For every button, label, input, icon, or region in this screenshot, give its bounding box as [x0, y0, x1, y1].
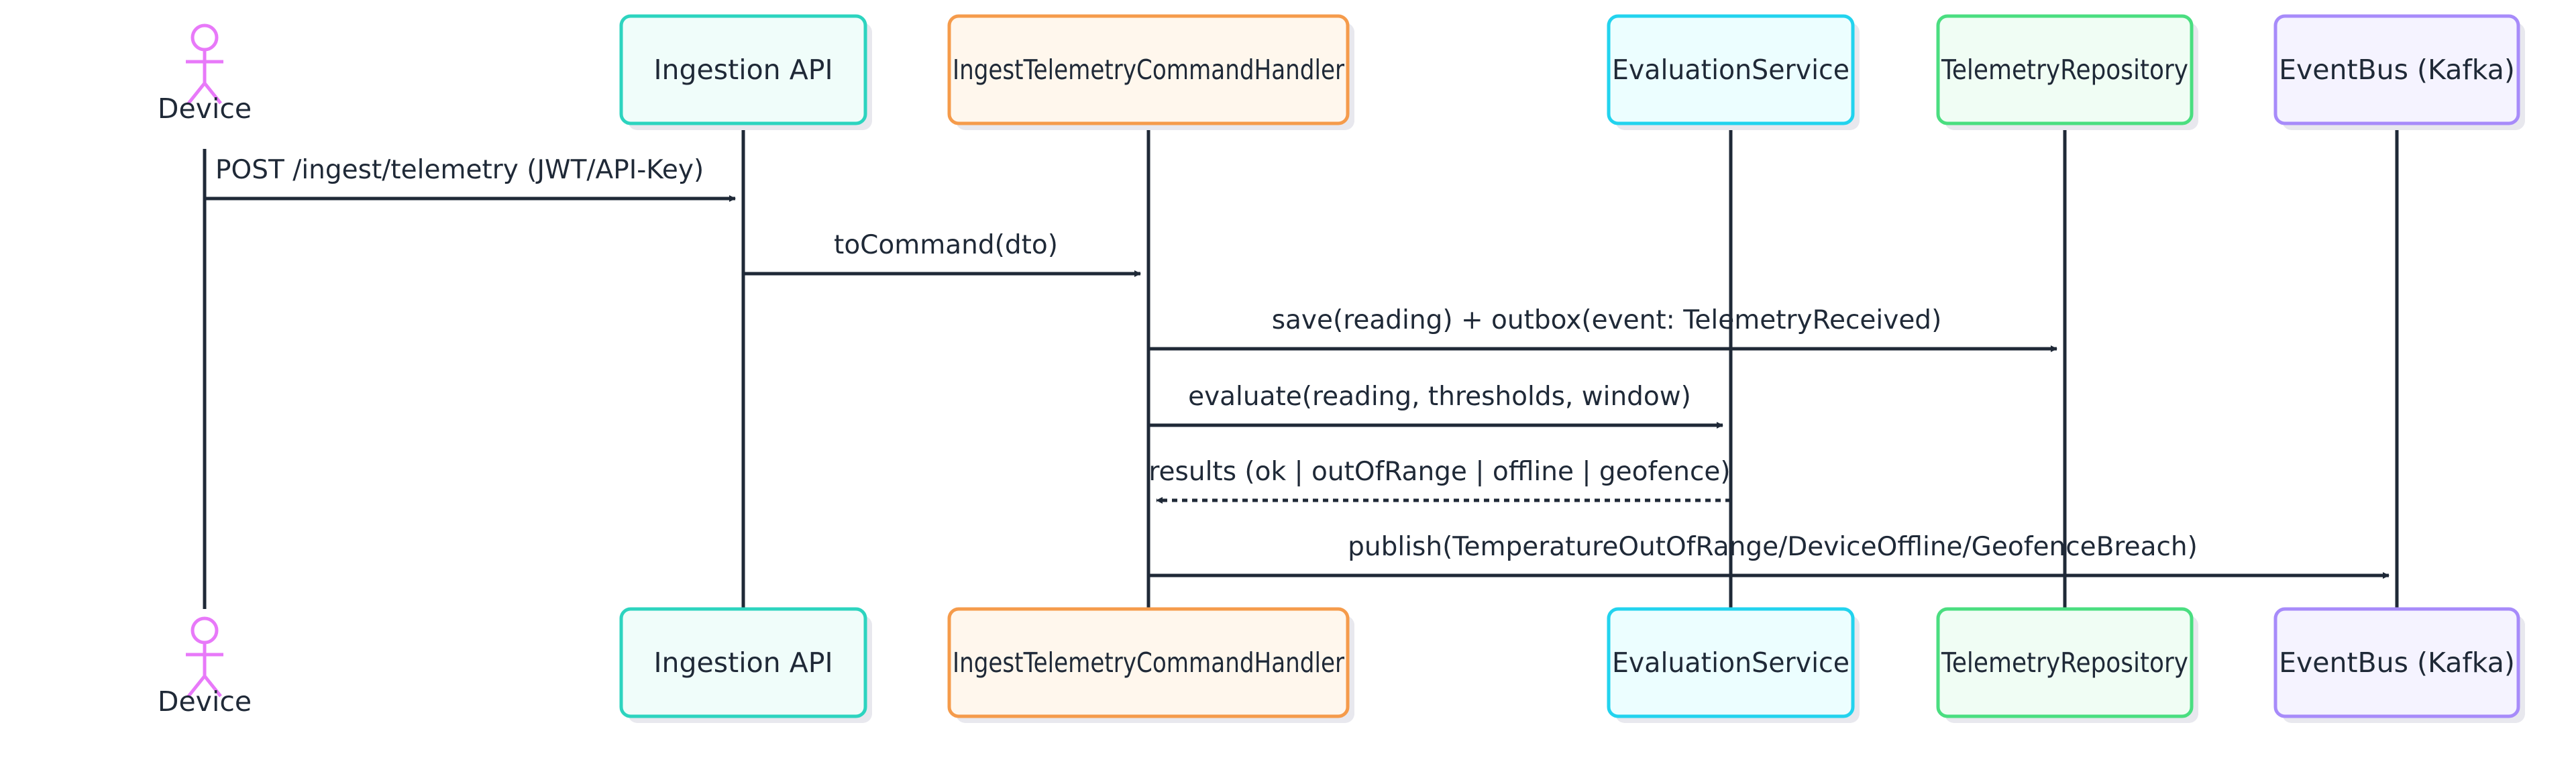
participant-label: IngestTelemetryCommandHandler — [953, 647, 1344, 679]
participant-label: EvaluationService — [1612, 647, 1849, 679]
message-label: evaluate(reading, thresholds, window) — [1188, 382, 1691, 412]
message-label: toCommand(dto) — [834, 230, 1058, 260]
participant-box — [1936, 607, 2194, 718]
participant-box — [1936, 14, 2194, 125]
participant-box — [619, 607, 867, 718]
message-label: publish(TemperatureOutOfRange/DeviceOffl… — [1348, 532, 2198, 562]
message-5: results (ok | outOfRange | offline | geo… — [1148, 457, 1731, 504]
participant-handler-bottom: IngestTelemetryCommandHandler — [947, 607, 1354, 723]
participant-box — [2273, 607, 2520, 718]
participant-label: EventBus (Kafka) — [2279, 647, 2515, 679]
participant-label: Ingestion API — [653, 54, 833, 86]
participant-repo-bottom: TelemetryRepository — [1936, 607, 2198, 723]
participant-device-bottom: Device — [158, 616, 252, 718]
participant-label: IngestTelemetryCommandHandler — [953, 54, 1344, 86]
participant-device-top: Device — [158, 23, 252, 125]
participant-label: TelemetryRepository — [1941, 54, 2188, 86]
message-label: results (ok | outOfRange | offline | geo… — [1148, 457, 1730, 487]
participant-eval-bottom: EvaluationService — [1607, 607, 1860, 723]
participant-label: Device — [158, 685, 252, 718]
participants-bottom: Device Ingestion API IngestTelemetryComman… — [158, 607, 2525, 723]
participant-bus-bottom: EventBus (Kafka) — [2273, 607, 2525, 723]
message-3: save(reading) + outbox(event: TelemetryR… — [1148, 305, 2057, 352]
participant-box — [1607, 14, 1855, 125]
messages: POST /ingest/telemetry (JWT/API-Key) toCo… — [205, 155, 2390, 579]
participant-box — [2273, 14, 2520, 125]
participant-box — [619, 14, 867, 125]
participant-label: TelemetryRepository — [1941, 647, 2188, 679]
message-label: POST /ingest/telemetry (JWT/API-Key) — [215, 155, 704, 185]
participant-box — [1607, 607, 1855, 718]
participant-box — [947, 14, 1350, 125]
participant-handler-top: IngestTelemetryCommandHandler — [947, 14, 1354, 130]
participant-label: Ingestion API — [653, 647, 833, 679]
message-4: evaluate(reading, thresholds, window) — [1148, 382, 1723, 429]
actor-icon — [186, 616, 223, 698]
participant-box — [947, 607, 1350, 718]
participant-bus-top: EventBus (Kafka) — [2273, 14, 2525, 130]
message-label: save(reading) + outbox(event: TelemetryR… — [1272, 305, 1942, 335]
participant-repo-top: TelemetryRepository — [1936, 14, 2198, 130]
message-6: publish(TemperatureOutOfRange/DeviceOffl… — [1148, 532, 2390, 579]
participant-api-bottom: Ingestion API — [619, 607, 872, 723]
participant-label: EvaluationService — [1612, 54, 1849, 86]
participants-top: Device Ingestion API IngestTelemetryComman… — [158, 14, 2525, 130]
participant-api-top: Ingestion API — [619, 14, 872, 130]
message-1: POST /ingest/telemetry (JWT/API-Key) — [205, 155, 736, 202]
lifelines — [203, 123, 2399, 609]
message-2: toCommand(dto) — [743, 230, 1141, 277]
participant-eval-top: EvaluationService — [1607, 14, 1860, 130]
participant-label: EventBus (Kafka) — [2279, 54, 2515, 86]
actor-icon — [186, 23, 223, 105]
participant-label: Device — [158, 93, 252, 125]
